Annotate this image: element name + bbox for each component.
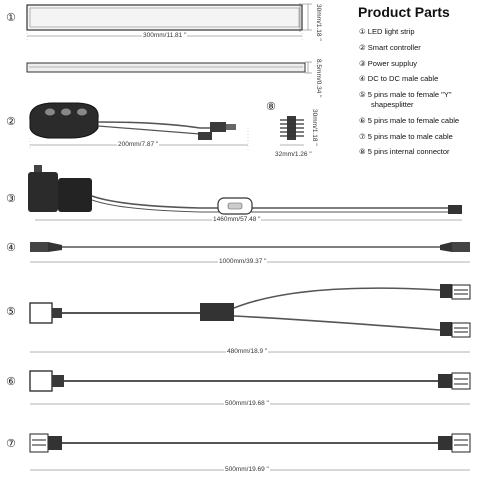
parts-list-item: ① LED light strip [359, 27, 415, 36]
dim-power-supply-length: 1460mm/57.48 " [212, 216, 262, 223]
parts-list: ① LED light strip ② Smart controller ③ P… [359, 26, 459, 162]
led-light-strip [26, 3, 312, 37]
internal-connector [280, 116, 304, 146]
parts-list-item: ④ DC to DC male cable [359, 74, 439, 84]
item-number-7: ⑦ [6, 437, 16, 450]
male-to-female-cable [29, 370, 471, 405]
item-number-3: ③ [6, 192, 16, 205]
y-splitter [29, 284, 471, 353]
parts-list-item: ③ Power suppluy [359, 58, 418, 68]
item-number-5: ⑤ [6, 305, 16, 318]
dim-dc-cable-length: 1000mm/39.37 " [218, 258, 268, 265]
dim-mm-cable-length: 500mm/19.69 " [224, 466, 270, 473]
dim-splitter-length: 480mm/18.9 " [226, 348, 269, 355]
dim-strip-length: 300mm/11.81 " [142, 32, 188, 39]
parts-list-item: ⑧ 5 pins internal connector [359, 147, 450, 157]
dim-strip-height: 30mm/1.18 " [315, 3, 322, 42]
parts-list-item-continuation: shapesplitter [371, 99, 414, 109]
parts-list-item: ⑤ 5 pins male to female "Y" [359, 90, 452, 100]
item-number-6: ⑥ [6, 375, 16, 388]
dim-strip-thickness: 8.5mm/0.34 " [315, 58, 322, 99]
parts-list-item: ⑥ 5 pins male to female cable [359, 115, 460, 125]
smart-controller [29, 102, 248, 146]
dim-mf-cable-length: 500mm/19.68 " [224, 400, 270, 407]
parts-list-item: ② Smart controller [359, 42, 421, 52]
dim-connector-width: 32mm/1.26 " [274, 151, 313, 158]
item-number-2: ② [6, 115, 16, 128]
item-number-8: ⑧ [266, 100, 276, 113]
page-title: Product Parts [358, 4, 450, 20]
power-supply [28, 165, 462, 221]
dim-connector-height: 30mm/1.18 " [311, 108, 318, 147]
item-number-1: ① [6, 11, 16, 24]
male-to-male-cable [29, 433, 471, 471]
led-strip-side-view [26, 61, 312, 74]
item-number-4: ④ [6, 241, 16, 254]
guide-lines [26, 30, 303, 150]
dim-controller-length: 200mm/7.87 " [117, 141, 160, 148]
parts-list-item: ⑦ 5 pins male to male cable [359, 131, 453, 141]
